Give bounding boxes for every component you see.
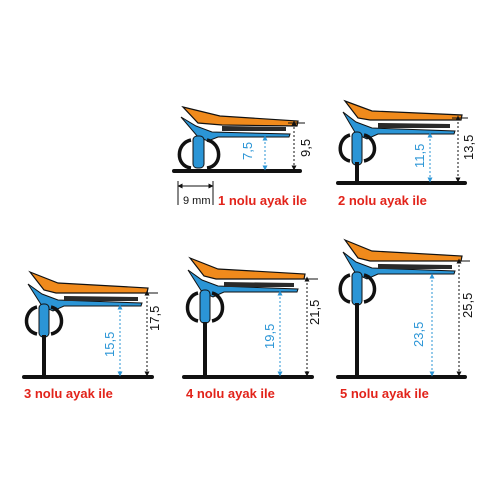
- profile-4-outer-dim: 21,5: [307, 300, 322, 325]
- profile-2-outer-dim: 13,5: [461, 135, 476, 160]
- profile-4: 19,5 21,5 4 nolu ayak ile: [182, 256, 322, 401]
- width-label: 9 mm: [183, 195, 211, 207]
- profile-4-label: 4 nolu ayak ile: [186, 386, 275, 401]
- width-dimension: 9 mm: [177, 181, 214, 207]
- profile-3-outer-dim: 17,5: [147, 306, 162, 331]
- profile-5: 23,5 25,5 5 nolu ayak ile: [336, 238, 475, 401]
- profile-1-outer-dim: 9,5: [298, 139, 313, 157]
- profile-3-inner-dim: 15,5: [102, 332, 117, 357]
- profile-2-label: 2 nolu ayak ile: [338, 193, 427, 208]
- profile-1-inner-dim: 7,5: [240, 142, 255, 160]
- profile-2-inner-dim: 11,5: [412, 144, 427, 168]
- profile-1-label: 1 nolu ayak ile: [218, 193, 307, 208]
- profile-5-label: 5 nolu ayak ile: [340, 386, 429, 401]
- profile-5-outer-dim: 25,5: [460, 293, 475, 318]
- profile-3: 15,5 17,5 3 nolu ayak ile: [22, 270, 162, 401]
- profile-1: 7,5 9,5 1 nolu ayak ile: [172, 105, 313, 208]
- profile-2: 11,5 13,5 2 nolu ayak ile: [336, 99, 476, 208]
- profile-5-inner-dim: 23,5: [411, 322, 426, 347]
- profile-4-inner-dim: 19,5: [262, 324, 277, 349]
- profile-3-label: 3 nolu ayak ile: [24, 386, 113, 401]
